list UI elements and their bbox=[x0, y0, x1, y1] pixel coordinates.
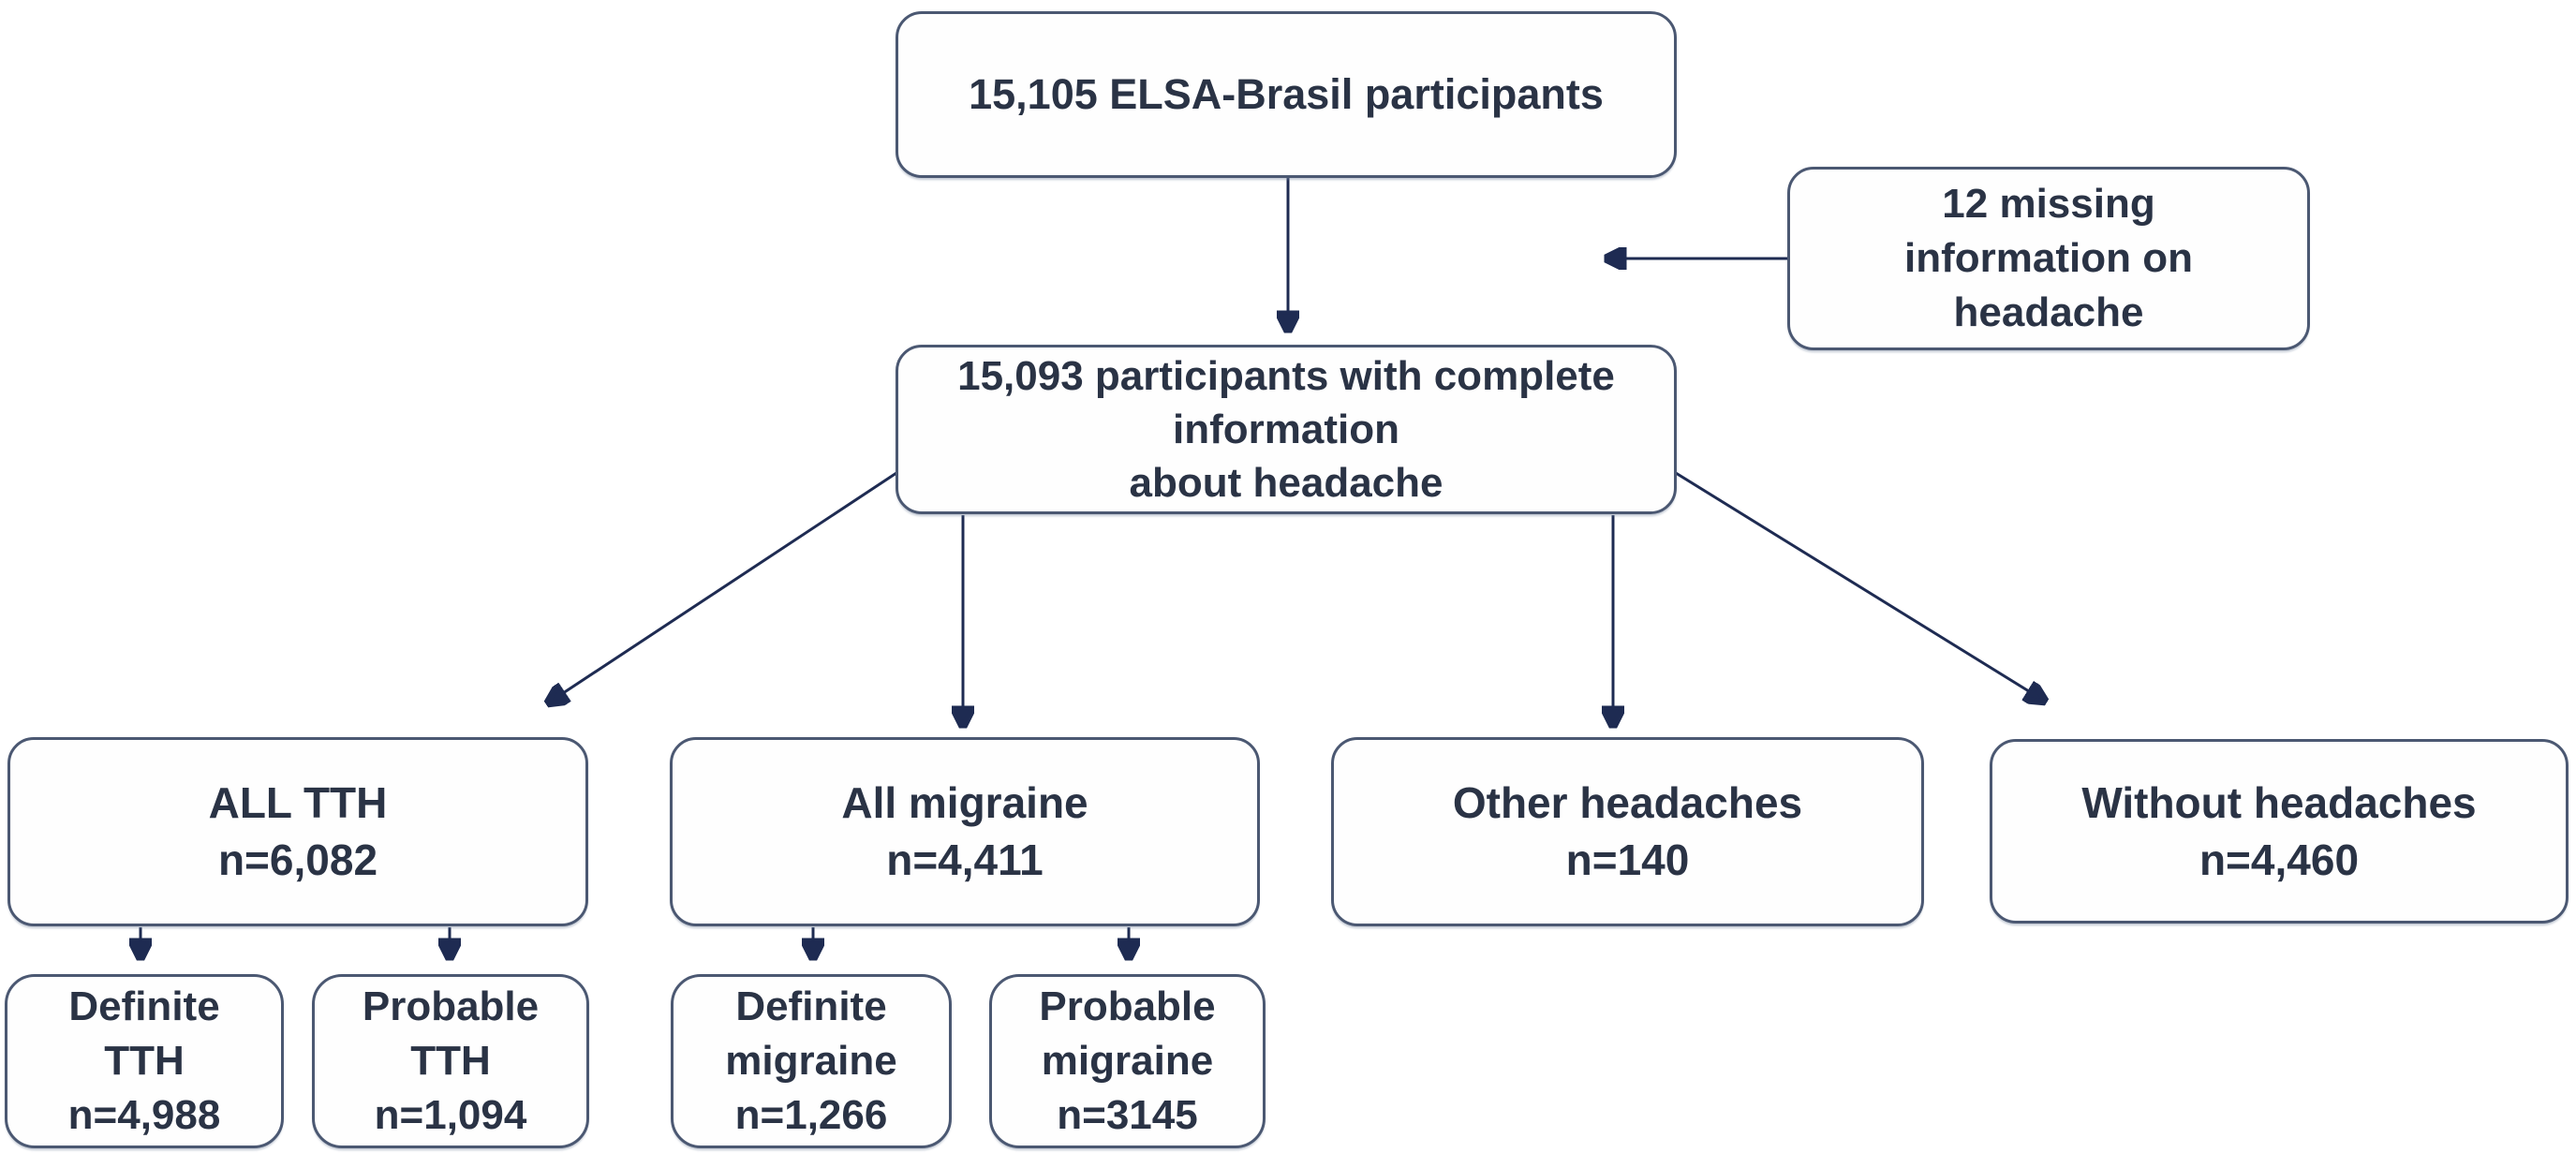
node-count: n=4,460 bbox=[2198, 835, 2360, 884]
node-text-line: information on bbox=[1904, 234, 2193, 281]
node-count: n=4,411 bbox=[886, 835, 1044, 884]
node-text-line: Definite bbox=[735, 983, 887, 1029]
node-text-line: migraine bbox=[725, 1037, 897, 1084]
node-text-line: about headache bbox=[1129, 460, 1443, 507]
node-text-line: All migraine bbox=[841, 778, 1088, 828]
node-without-headaches: Without headaches n=4,460 bbox=[1990, 739, 2569, 924]
node-count: n=1,266 bbox=[734, 1092, 888, 1139]
node-text-line: ALL TTH bbox=[208, 778, 388, 828]
node-probable-tth: Probable TTH n=1,094 bbox=[312, 974, 589, 1148]
node-count: n=140 bbox=[1565, 835, 1690, 884]
node-total-participants: 15,105 ELSA-Brasil participants bbox=[896, 11, 1677, 178]
node-text-line: migraine bbox=[1041, 1037, 1214, 1084]
node-text-line: TTH bbox=[410, 1037, 491, 1084]
node-text-line: 15,093 participants with complete bbox=[957, 352, 1615, 399]
node-text-line: Probable bbox=[1039, 983, 1216, 1029]
node-all-tth: ALL TTH n=6,082 bbox=[7, 737, 588, 926]
node-probable-migraine: Probable migraine n=3145 bbox=[989, 974, 1266, 1148]
node-text-line: 12 missing bbox=[1942, 180, 2155, 227]
node-definite-migraine: Definite migraine n=1,266 bbox=[671, 974, 952, 1148]
node-count: n=4,988 bbox=[67, 1092, 221, 1139]
node-text-line: Without headaches bbox=[2081, 777, 2477, 827]
node-complete-information: 15,093 participants with complete inform… bbox=[896, 345, 1677, 514]
node-count: n=3145 bbox=[1057, 1092, 1198, 1139]
node-text-line: information bbox=[1173, 406, 1399, 452]
node-text-line: TTH bbox=[104, 1037, 185, 1084]
node-text-line: Other headaches bbox=[1452, 778, 1803, 828]
node-count: n=6,082 bbox=[217, 835, 378, 884]
node-text-line: Probable bbox=[362, 983, 540, 1029]
arrow-complete-to-without bbox=[1675, 471, 2044, 701]
node-text-line: 15,105 ELSA-Brasil participants bbox=[969, 70, 1604, 119]
node-all-migraine: All migraine n=4,411 bbox=[670, 737, 1260, 926]
node-missing-information: 12 missing information on headache bbox=[1787, 167, 2310, 350]
node-definite-tth: Definite TTH n=4,988 bbox=[5, 974, 284, 1148]
arrow-complete-to-all-tth bbox=[549, 471, 897, 702]
node-text-line: headache bbox=[1953, 289, 2144, 336]
node-count: n=1,094 bbox=[374, 1092, 527, 1139]
node-other-headaches: Other headaches n=140 bbox=[1331, 737, 1924, 926]
node-text-line: Definite bbox=[68, 983, 220, 1029]
